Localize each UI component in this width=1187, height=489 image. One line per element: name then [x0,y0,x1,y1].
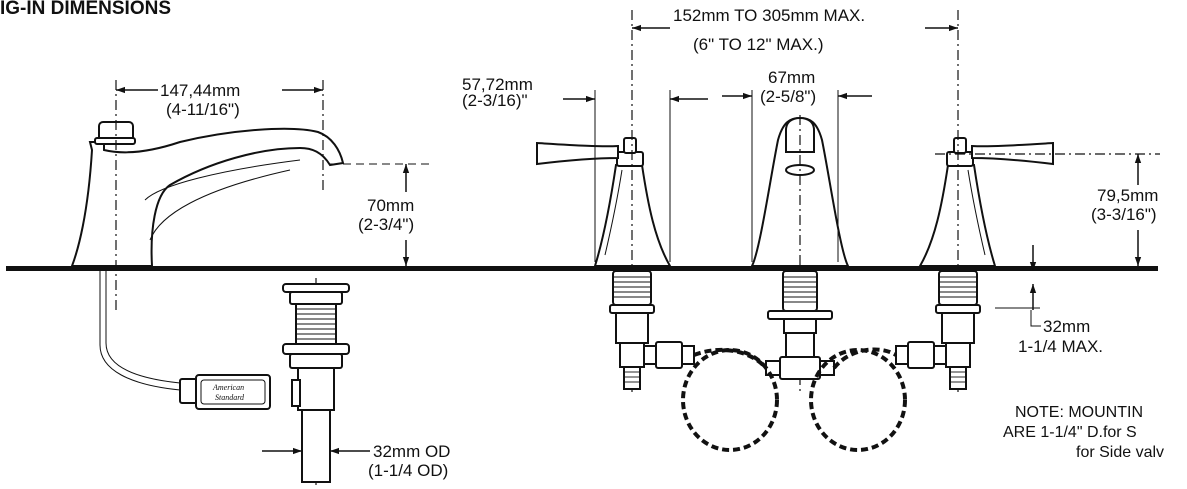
hose-loop-left [681,348,779,452]
spout-height-in: (2-3/4") [358,215,414,234]
center-valve-body [765,270,835,380]
spout-height-mm: 70mm [367,196,414,215]
note-line-3: for Side valv [1076,444,1164,461]
handle-spread-mm: 152mm TO 305mm MAX. [673,6,865,25]
spout-reach-in: (4-11/16") [166,100,240,119]
spout-base-in: (2-5/8") [760,87,816,106]
sensor-cable [99,271,181,391]
hose-loop-right [809,348,907,452]
hose-left-feed [693,347,768,370]
handle-base-mm: 57,72mm [462,75,533,94]
deck-leader [1030,310,1041,327]
countertop-deck [6,266,1158,271]
diagram-title: IG-IN DIMENSIONS [0,0,171,19]
handle-height-in: (3-3/16") [1091,205,1157,224]
drain-od-in: (1-1/4 OD) [368,461,448,480]
spout-base-mm: 67mm [768,68,815,87]
right-valve-body [895,270,981,390]
note-line-2: ARE 1-1/4" D.for S [1003,424,1137,441]
control-box: American Standard [179,374,271,410]
deck-thickness-mm: 32mm [1043,317,1090,336]
drain-od-mm: 32mm OD [373,442,450,461]
brand-logo-line2: Standard [215,393,245,402]
handle-height-mm: 79,5mm [1097,186,1158,205]
left-handle-front [536,137,672,267]
handle-base-in: (2-3/16)" [462,91,528,110]
spout-side-view [70,121,345,267]
left-valve-body [609,270,695,390]
note-line-1: NOTE: MOUNTIN [1015,404,1143,421]
brand-logo-line1: American [212,383,244,392]
handle-spread-in: (6" TO 12" MAX.) [693,35,823,54]
deck-thickness-in: 1-1/4 MAX. [1018,337,1103,356]
pop-up-drain [282,278,350,485]
spout-reach-mm: 147,44mm [160,81,240,100]
